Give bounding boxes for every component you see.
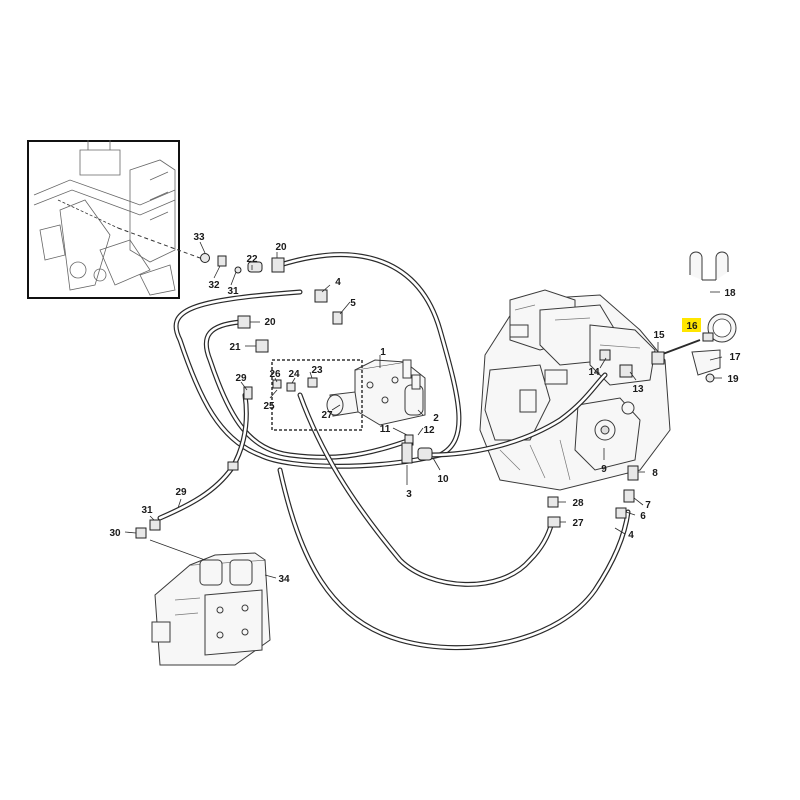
callout-10[interactable]: 10 <box>437 474 449 485</box>
callout-28[interactable]: 28 <box>572 498 584 509</box>
callout-22[interactable]: 22 <box>246 254 258 265</box>
pressure-gauge <box>689 251 737 383</box>
callout-13[interactable]: 13 <box>632 384 644 395</box>
callout-20[interactable]: 20 <box>275 242 287 253</box>
callout-5[interactable]: 5 <box>350 298 356 309</box>
callout-8[interactable]: 8 <box>652 468 658 479</box>
callout-27[interactable]: 27 <box>321 410 333 421</box>
inset-detail <box>27 140 201 299</box>
callout-20-lower[interactable]: 20 <box>264 317 276 328</box>
callout-1[interactable]: 1 <box>380 347 386 358</box>
callout-31[interactable]: 31 <box>227 286 239 297</box>
inset-dashed-link <box>117 227 201 259</box>
manifold-dashed-outline <box>271 359 363 431</box>
control-valve-assembly <box>151 552 271 666</box>
callout-34[interactable]: 34 <box>278 574 290 585</box>
callout-32[interactable]: 32 <box>208 280 220 291</box>
callout-3[interactable]: 3 <box>406 489 412 500</box>
manifold-block <box>326 359 426 426</box>
leader-lines <box>124 241 723 579</box>
callout-4-right[interactable]: 4 <box>628 530 634 541</box>
callout-14[interactable]: 14 <box>588 367 600 378</box>
callout-9[interactable]: 9 <box>601 464 607 475</box>
callout-12[interactable]: 12 <box>423 425 435 436</box>
callout-6[interactable]: 6 <box>640 511 646 522</box>
callout-29-left[interactable]: 29 <box>175 487 187 498</box>
callout-labels: 33 22 20 32 31 4 5 20 21 1 29 26 24 23 2… <box>109 232 741 585</box>
inset-frame-drawing <box>33 140 176 296</box>
callout-7[interactable]: 7 <box>645 500 651 511</box>
callout-16[interactable]: 16 <box>686 321 698 332</box>
callout-21[interactable]: 21 <box>229 342 241 353</box>
hose-lines <box>157 252 701 651</box>
callout-2[interactable]: 2 <box>433 413 439 424</box>
callout-23[interactable]: 23 <box>311 365 323 376</box>
callout-25[interactable]: 25 <box>263 401 275 412</box>
pump-assembly <box>479 289 671 491</box>
callout-15[interactable]: 15 <box>653 330 665 341</box>
callout-29[interactable]: 29 <box>235 373 247 384</box>
inset-frame <box>27 140 180 299</box>
fittings <box>135 253 665 539</box>
callout-24[interactable]: 24 <box>288 369 300 380</box>
callout-30[interactable]: 30 <box>109 528 121 539</box>
callout-19[interactable]: 19 <box>727 374 739 385</box>
callout-11[interactable]: 11 <box>380 424 391 435</box>
callout-18[interactable]: 18 <box>724 288 736 299</box>
callout-26[interactable]: 26 <box>269 369 281 380</box>
callout-17[interactable]: 17 <box>729 352 741 363</box>
callout-4[interactable]: 4 <box>335 277 341 288</box>
callout-33[interactable]: 33 <box>193 232 205 243</box>
callout-highlight <box>682 318 701 332</box>
callout-27-right[interactable]: 27 <box>572 518 584 529</box>
callout-31-left[interactable]: 31 <box>141 505 153 516</box>
